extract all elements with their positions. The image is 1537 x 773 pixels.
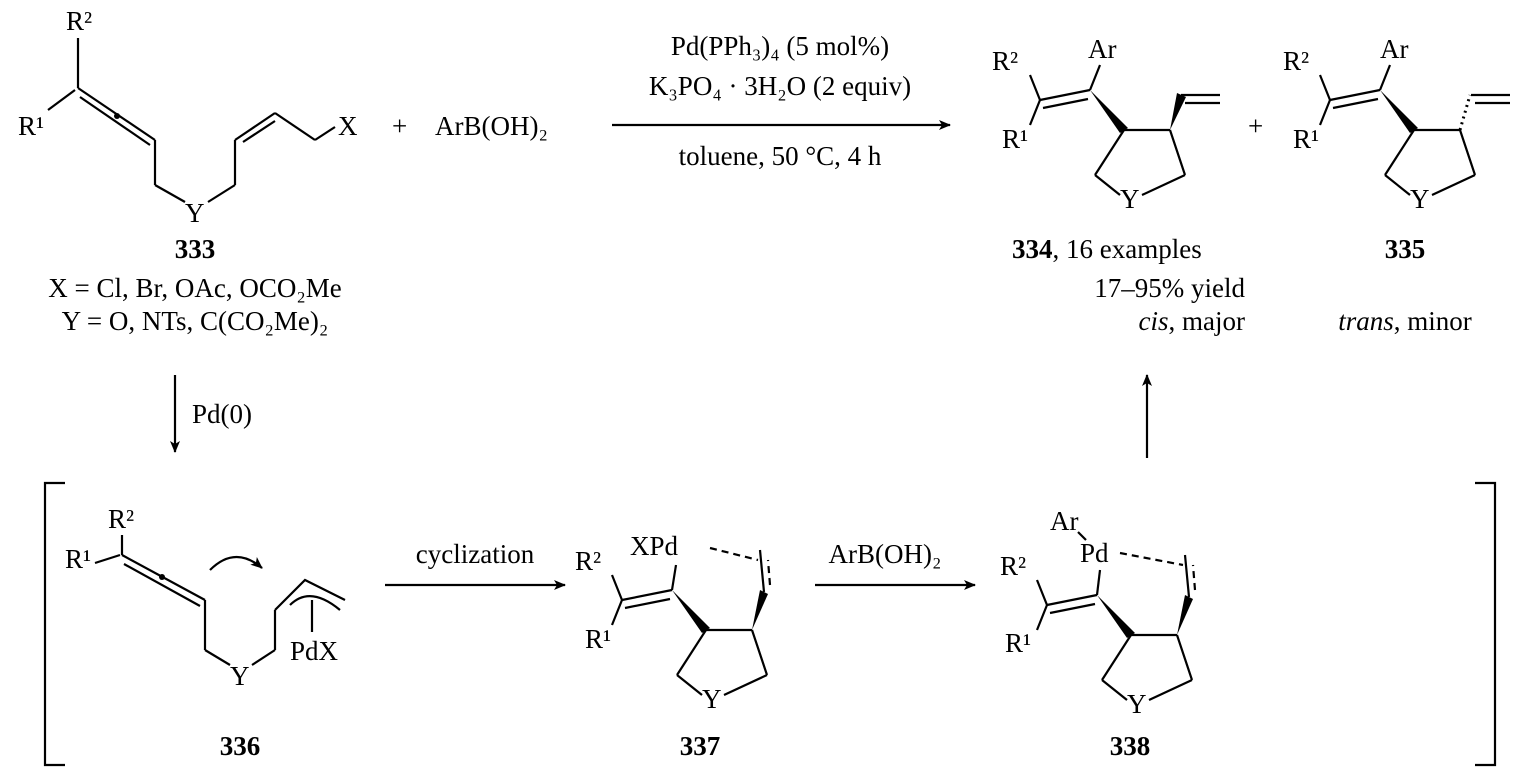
curved-arrow [209,555,263,571]
ar-label: Ar [1050,506,1079,536]
intermediate-336-label: 336 [220,731,261,761]
ar-label: Ar [1380,34,1409,64]
r2-label: R² [66,6,92,36]
compound-334-label: 334 [1012,234,1053,264]
right-bracket [1475,481,1497,767]
intermediate-338-structure: Ar Pd R² R¹ Y [1000,506,1197,719]
left-bracket [43,481,65,767]
cyclization-label: cyclization [416,539,535,569]
cis-caption: cis, major [1139,306,1245,336]
y-label: Y [1410,184,1430,214]
y-label: Y [230,661,250,691]
trans-suffix: , minor [1394,306,1472,336]
y-label: Y [702,684,722,714]
catalyst-text: Pd(PPh₃)₄ (5 mol%) [671,31,889,61]
allene-dot [114,113,120,119]
plus-sign: + [392,111,407,141]
r2-label: R² [108,504,134,534]
allene-dot [159,574,165,580]
pd0-label: Pd(0) [192,399,252,429]
y-label: Y [1127,689,1147,719]
yield-text: 17–95% yield [1094,273,1245,303]
x-label: X [338,111,358,141]
r1-label: R¹ [18,111,44,141]
solvent-text: toluene, 50 °C, 4 h [679,141,882,171]
y-label: Y [1120,184,1140,214]
plus-sign: + [1248,111,1263,141]
intermediate-338-label: 338 [1110,731,1151,761]
r1-label: R¹ [1005,628,1031,658]
xpd-label: XPd [630,531,679,561]
cis-label: cis [1139,306,1169,336]
r2-label: R² [1000,551,1026,581]
compound-333-label: 333 [175,234,216,264]
trans-caption: trans, minor [1338,306,1472,336]
r1-label: R¹ [1293,124,1319,154]
base-text: K₃PO₄ · 3H₂O (2 equiv) [649,71,911,101]
compound-333-structure: R² R¹ Y X [18,6,358,228]
product-335-structure: R² Ar R¹ Y [1283,34,1510,214]
transmetalation-label: ArB(OH)₂ [829,539,942,569]
cis-suffix: , major [1169,306,1245,336]
pd-label: Pd [1080,538,1109,568]
r2-label: R² [992,46,1018,76]
trans-label: trans [1338,306,1394,336]
r2-label: R² [1283,46,1309,76]
r1-label: R¹ [1002,124,1028,154]
examples-count: , 16 examples [1053,234,1202,264]
boronic-acid: ArB(OH)₂ [435,111,548,141]
r2-label: R² [575,546,601,576]
product-334-structure: R² Ar R¹ Y [992,34,1220,214]
compound-335-label: 335 [1385,234,1426,264]
ar-label: Ar [1088,34,1117,64]
pdx-label: PdX [290,636,339,666]
r1-label: R¹ [65,544,91,574]
intermediate-336-structure: R² R¹ Y PdX [65,504,346,691]
y-definition: Y = O, NTs, C(CO₂Me)₂ [62,306,329,336]
r1-label: R¹ [585,624,611,654]
y-label: Y [185,198,205,228]
compound-334-caption: 334, 16 examples [1012,234,1202,264]
intermediate-337-label: 337 [680,731,721,761]
x-definition: X = Cl, Br, OAc, OCO₂Me [48,273,342,303]
intermediate-337-structure: R² R¹ XPd Y [575,531,772,714]
